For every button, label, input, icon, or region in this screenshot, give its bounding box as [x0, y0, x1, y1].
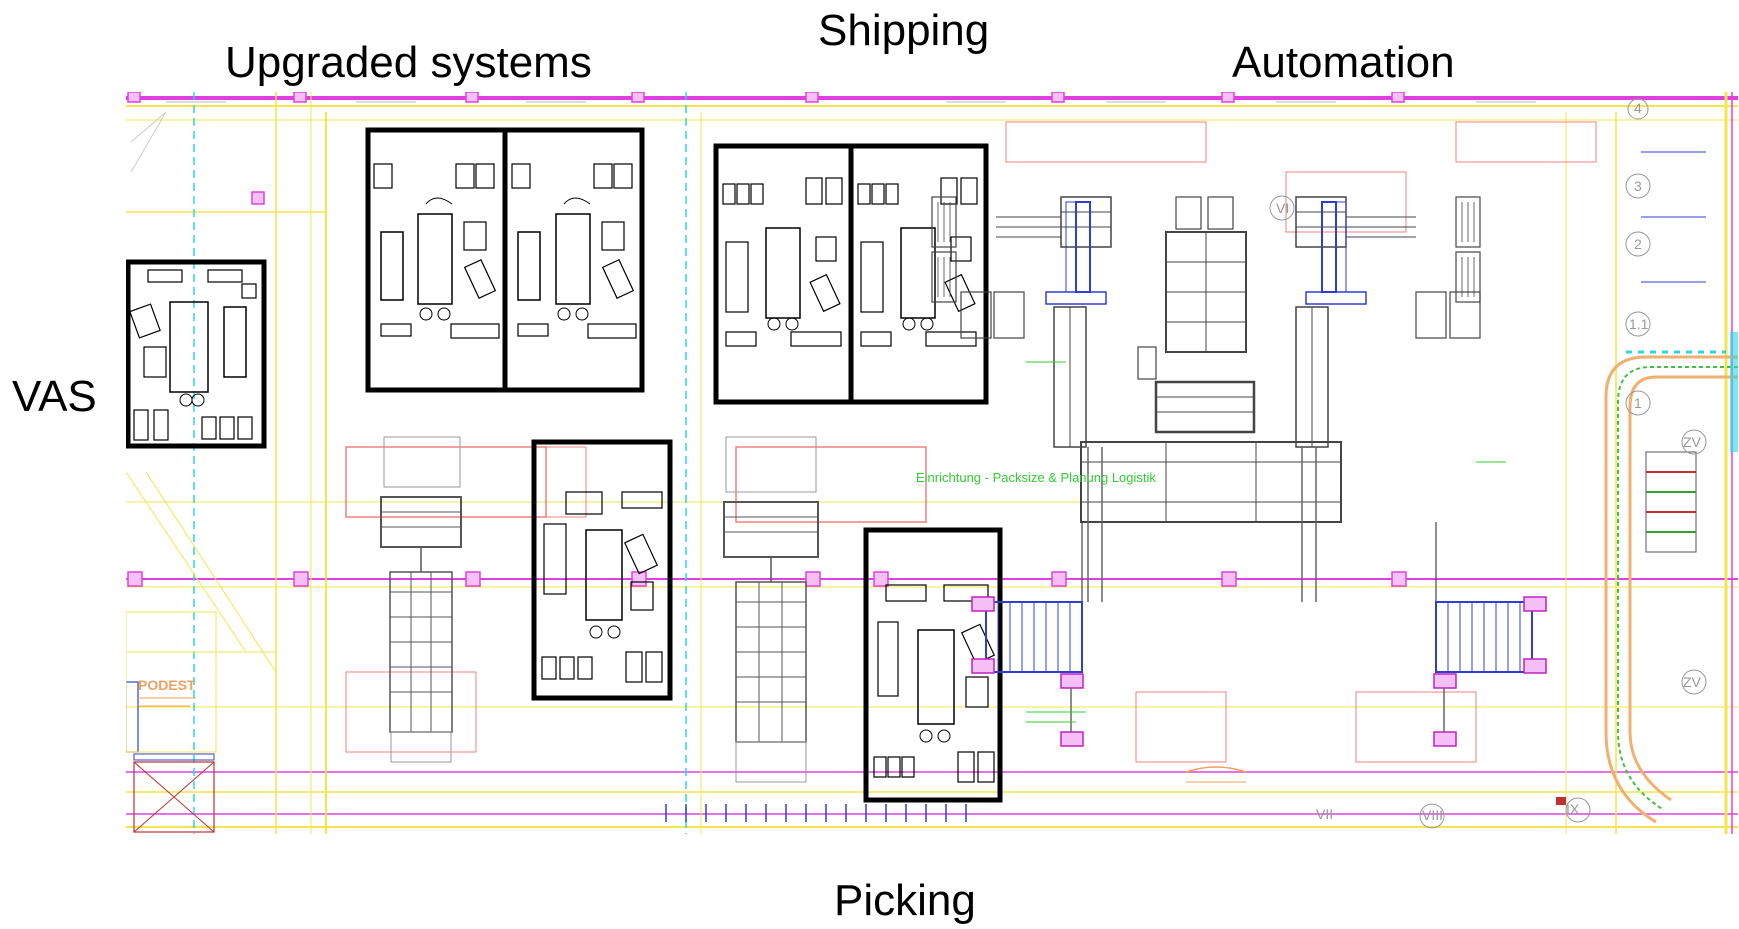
svg-text:1.1: 1.1	[1629, 316, 1649, 332]
svg-text:3: 3	[1634, 178, 1642, 194]
shipping-stations	[713, 143, 989, 405]
label-shipping: Shipping	[818, 6, 990, 55]
conveyor-modules	[380, 436, 819, 783]
svg-text:PODEST: PODEST	[138, 677, 196, 693]
green-lines	[1026, 361, 1506, 723]
label-automation: Automation	[1232, 38, 1455, 87]
picking-station-left	[531, 439, 673, 701]
svg-text:4: 4	[1634, 100, 1642, 116]
axis-labels: VI VII VIII IX ZV ZV 1 1.1 2 3 4	[1276, 100, 1702, 823]
svg-text:1: 1	[1634, 395, 1642, 411]
svg-text:VII: VII	[1316, 806, 1333, 822]
svg-text:ZV: ZV	[1683, 674, 1702, 690]
automation-equipment	[931, 196, 1481, 523]
svg-text:2: 2	[1634, 236, 1642, 252]
podest-area: PODEST	[126, 611, 1566, 833]
loop-conveyor	[1604, 332, 1738, 824]
axis-markers	[1269, 98, 1707, 829]
label-picking: Picking	[834, 876, 976, 925]
label-vas: VAS	[12, 372, 97, 421]
vas-station	[126, 259, 267, 449]
svg-text:IX: IX	[1566, 801, 1580, 817]
magenta-caps	[971, 596, 1547, 747]
green-note: Einrichtung - Packsize & Planung Logisti…	[916, 470, 1156, 485]
svg-text:ZV: ZV	[1683, 434, 1702, 450]
label-upgraded-systems: Upgraded systems	[225, 38, 592, 87]
svg-text:VIII: VIII	[1422, 807, 1443, 823]
upgraded-systems-stations	[365, 127, 645, 393]
svg-text:VI: VI	[1276, 200, 1289, 216]
floor-plan: VI VII VIII IX ZV ZV 1 1.1 2 3 4 Einrich…	[126, 92, 1738, 834]
column-markers	[127, 92, 1407, 587]
